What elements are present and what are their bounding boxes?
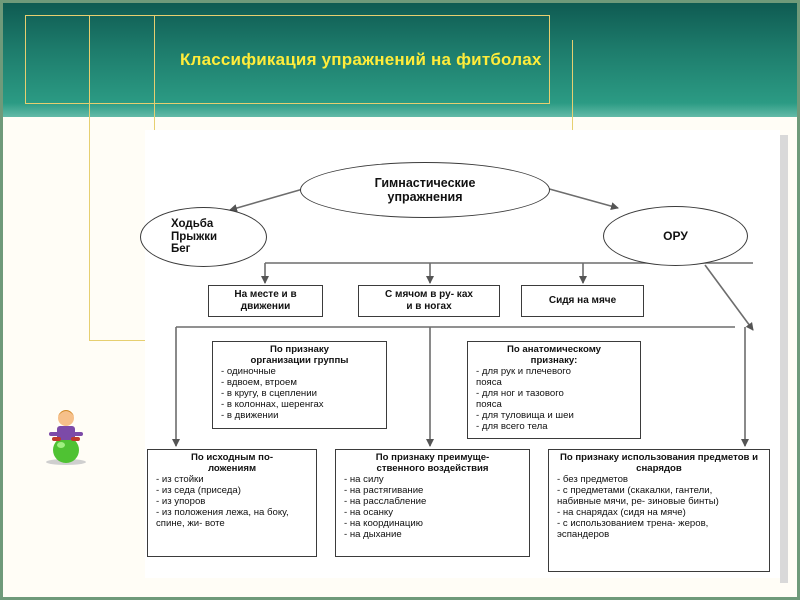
accent-line-right [549, 15, 550, 104]
group-box-title: По признаку организации группы [250, 344, 349, 366]
equip-box-title: По признаку использования предметов и сн… [559, 452, 759, 474]
effect-box-item: - на координацию [344, 518, 423, 529]
effect-box-title: По признаку преимуще- ственного воздейст… [375, 452, 490, 474]
box-group-organization: По признаку организации группы - одиночн… [212, 341, 387, 429]
left-node-label-1: Ходьба [171, 218, 214, 231]
anatomy-box-item: - для туловища и шеи [476, 410, 574, 421]
left-node-label-3: Бег [171, 243, 191, 256]
accent-line-left [25, 15, 26, 104]
accent-line-top [25, 15, 550, 16]
root-node-label: Гимнастические упражнения [374, 176, 476, 204]
group-box-item: - одиночные [221, 366, 276, 377]
accent-line-vertical-a [89, 15, 90, 340]
box-sitting-on-ball: Сидя на мяче [521, 285, 644, 317]
accent-line-vertical-c [572, 40, 573, 130]
anatomy-box-item: - для ног и тазового пояса [476, 388, 564, 410]
anatomy-box-item: - для рук и плечевого пояса [476, 366, 571, 388]
equip-box-item: - с использованием трена- жеров, эспанде… [557, 518, 709, 540]
right-node-label: ОРУ [663, 229, 688, 243]
box-in-place-label: На месте и в движении [234, 289, 297, 312]
box-anatomy: По анатомическому признаку: - для рук и … [467, 341, 641, 439]
effect-box-item: - на осанку [344, 507, 394, 518]
slide-header [3, 3, 797, 117]
accent-line-bottom [25, 103, 550, 104]
group-box-item: - в кругу, в сцеплении [221, 388, 317, 399]
box-in-place: На месте и в движении [208, 285, 323, 317]
left-node: Ходьба Прыжки Бег [140, 207, 267, 267]
effect-box-item: - на дыхание [344, 529, 402, 540]
start-box-title: По исходным по- ложениям [190, 452, 274, 474]
right-node: ОРУ [603, 206, 748, 266]
equip-box-item: - с предметами (скакалки, гантели, набив… [557, 485, 719, 507]
group-box-item: - в движении [221, 410, 279, 421]
effect-box-item: - на расслабление [344, 496, 427, 507]
start-box-item: - из стойки [156, 474, 204, 485]
start-box-item: - из седа (приседа) [156, 485, 241, 496]
start-box-item: - из положения лежа, на боку, спине, жи-… [156, 507, 289, 529]
child-on-fitball-icon [46, 410, 86, 465]
equip-box-item: - без предметов [557, 474, 629, 485]
box-with-ball: С мячом в ру- ках и в ногах [358, 285, 500, 317]
group-box-item: - вдвоем, втроем [221, 377, 297, 388]
slide-title: Классификация упражнений на фитболах [180, 50, 542, 69]
root-node: Гимнастические упражнения [300, 162, 550, 218]
group-box-item: - в колоннах, шеренгах [221, 399, 324, 410]
box-with-ball-label: С мячом в ру- ках и в ногах [385, 289, 473, 312]
left-node-label-2: Прыжки [171, 230, 218, 243]
box-equipment: По признаку использования предметов и сн… [548, 449, 770, 572]
start-box-item: - из упоров [156, 496, 206, 507]
box-start-positions: По исходным по- ложениям - из стойки - и… [147, 449, 317, 557]
panel-shadow [780, 135, 788, 583]
anatomy-box-item: - для всего тела [476, 421, 548, 432]
box-sitting-on-ball-label: Сидя на мяче [548, 295, 617, 306]
anatomy-box-title: По анатомическому признаку: [506, 344, 602, 366]
effect-box-item: - на растягивание [344, 485, 424, 496]
accent-line-horizontal [89, 340, 145, 341]
accent-line-vertical-b [154, 15, 155, 130]
equip-box-item: - на снарядах (сидя на мяче) [557, 507, 686, 518]
box-effect: По признаку преимуще- ственного воздейст… [335, 449, 530, 557]
effect-box-item: - на силу [344, 474, 384, 485]
